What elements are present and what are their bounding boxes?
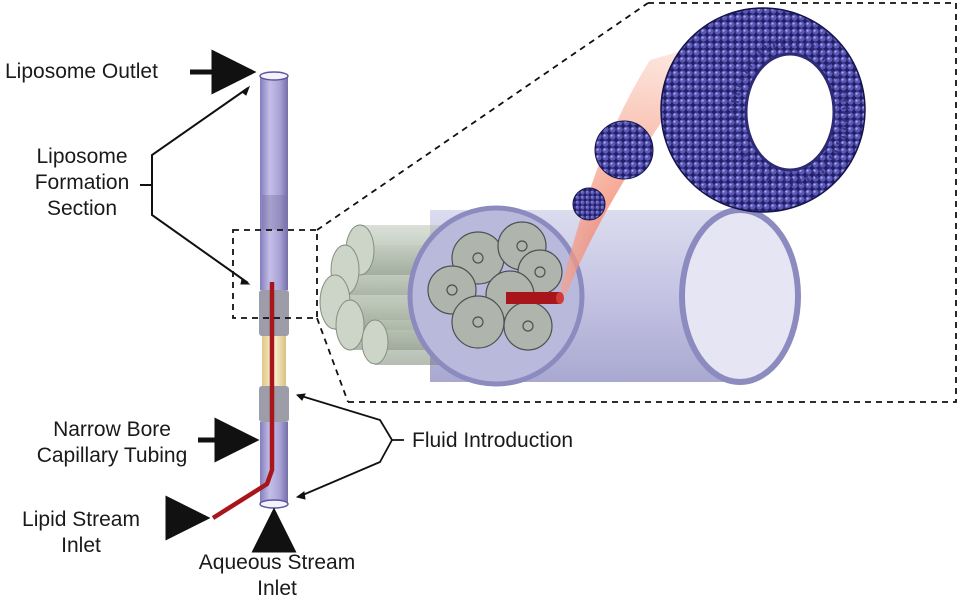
outer-tube-end: [679, 207, 801, 385]
label-formation-line3: Section: [46, 197, 118, 220]
label-lipid-inlet-line1: Lipid Stream: [22, 508, 140, 531]
label-fluid-introduction: Fluid Introduction: [412, 429, 574, 452]
label-aqueous-inlet: Aqueous Stream Inlet: [188, 550, 366, 602]
formation-plume: [560, 40, 720, 295]
label-narrow-bore: Narrow Bore Capillary Tubing: [22, 417, 202, 469]
label-aqueous-inlet-line2: Inlet: [257, 577, 297, 600]
label-aqueous-inlet-line1: Aqueous Stream: [198, 551, 356, 574]
label-narrow-bore-line2: Capillary Tubing: [36, 444, 188, 467]
aqueous-opening: [259, 499, 289, 509]
label-formation-line2: Formation: [34, 171, 130, 194]
liposome-sphere: [660, 7, 866, 213]
label-formation-line1: Liposome: [36, 145, 128, 168]
lipid-stream-tube: [211, 282, 275, 520]
lipid-capillary: [506, 292, 560, 304]
label-liposome-outlet: Liposome Outlet: [5, 60, 158, 83]
connectors: [140, 49, 404, 553]
liposome-medium: [594, 120, 654, 180]
label-lipid-inlet-line2: Inlet: [61, 534, 101, 557]
label-narrow-bore-line1: Narrow Bore: [53, 418, 171, 441]
zoom-indicator: [232, 2, 957, 403]
capillary-device: [211, 71, 289, 520]
label-formation-section: Liposome Formation Section: [20, 144, 144, 222]
label-lipid-inlet: Lipid Stream Inlet: [6, 507, 156, 559]
zoomed-view: [319, 7, 866, 387]
upper-capillary-tube: [260, 76, 288, 290]
outlet-opening: [259, 71, 289, 81]
liposome-small: [572, 187, 606, 221]
